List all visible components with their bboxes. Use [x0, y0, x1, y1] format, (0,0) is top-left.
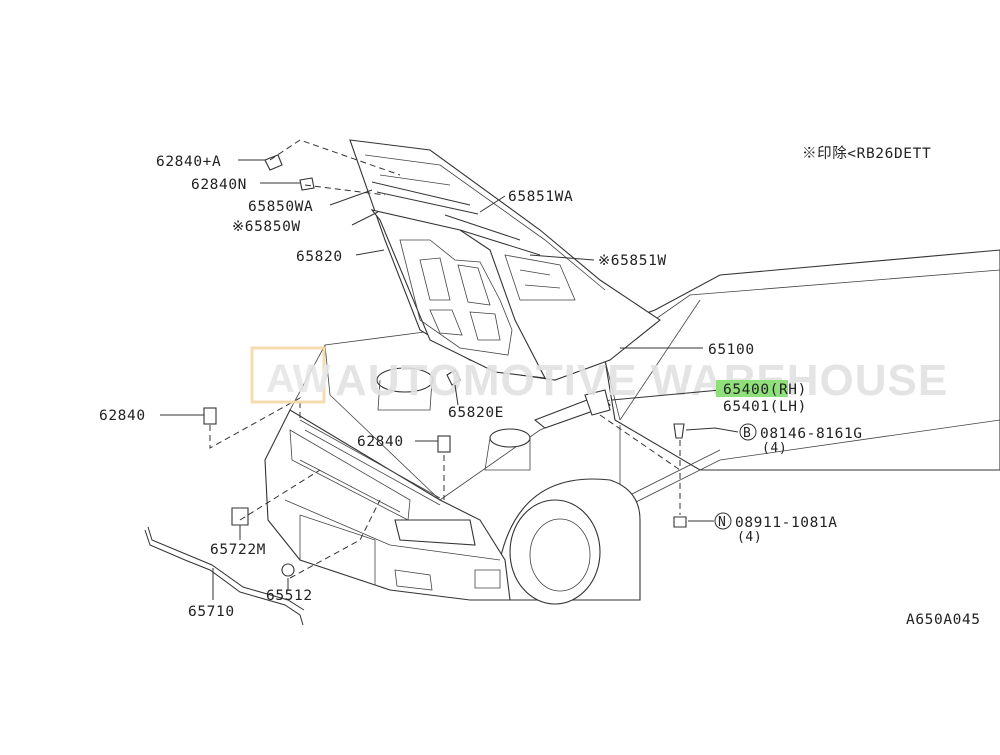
hood-rib [504, 254, 576, 301]
label-65512[interactable]: 65512 [266, 588, 313, 604]
note-text: ※印除<RB26DETT [802, 145, 931, 162]
label-65851wa[interactable]: 65851WA [508, 189, 573, 205]
label-08146[interactable]: 08146-8161G [760, 426, 863, 442]
label-65401[interactable]: 65401(LH) [723, 399, 807, 415]
watermark-logo: AW [266, 357, 331, 401]
label-65851w[interactable]: ※65851W [598, 253, 667, 269]
diagram-code: A650A045 [906, 612, 981, 628]
circle-b-letter: B [743, 426, 751, 441]
label-62840n[interactable]: 62840N [191, 177, 247, 193]
circle-b [739, 423, 757, 441]
label-65820[interactable]: 65820 [296, 249, 343, 265]
watermark: AW AUTOMOTIVE WAREHOUSE [250, 346, 947, 405]
circle-n-letter: N [718, 515, 726, 530]
highlight-65400 [716, 380, 788, 397]
leader-lines [160, 159, 739, 600]
qty-08146: (4) [762, 441, 787, 456]
reference-lines [209, 139, 681, 579]
hood-rod-65710 [144, 529, 304, 626]
hood-rod-65710-inner [147, 526, 305, 611]
label-65710[interactable]: 65710 [188, 604, 235, 620]
label-62840-a[interactable]: 62840+A [156, 154, 221, 170]
label-65820e[interactable]: 65820E [448, 405, 504, 421]
label-65850w[interactable]: ※65850W [232, 219, 301, 235]
label-62840-mid[interactable]: 62840 [357, 434, 404, 450]
label-65722m[interactable]: 65722M [210, 542, 266, 558]
hood-hinge-65400 [533, 389, 612, 429]
qty-08911: (4) [737, 530, 762, 545]
circle-n [714, 512, 732, 530]
watermark-logo-box [250, 346, 326, 404]
hood-insulator-65820 [370, 209, 546, 379]
label-08911[interactable]: 08911-1081A [735, 515, 838, 531]
part-labels: 62840+A 62840N 65850WA ※65850W 65820 658… [99, 154, 863, 620]
car-body [264, 249, 1000, 605]
small-parts [203, 154, 687, 577]
seal-strips [371, 181, 541, 256]
label-65850wa[interactable]: 65850WA [248, 199, 313, 215]
label-62840-left[interactable]: 62840 [99, 408, 146, 424]
label-65100[interactable]: 65100 [708, 342, 755, 358]
label-65400[interactable]: 65400(RH) [723, 382, 807, 398]
